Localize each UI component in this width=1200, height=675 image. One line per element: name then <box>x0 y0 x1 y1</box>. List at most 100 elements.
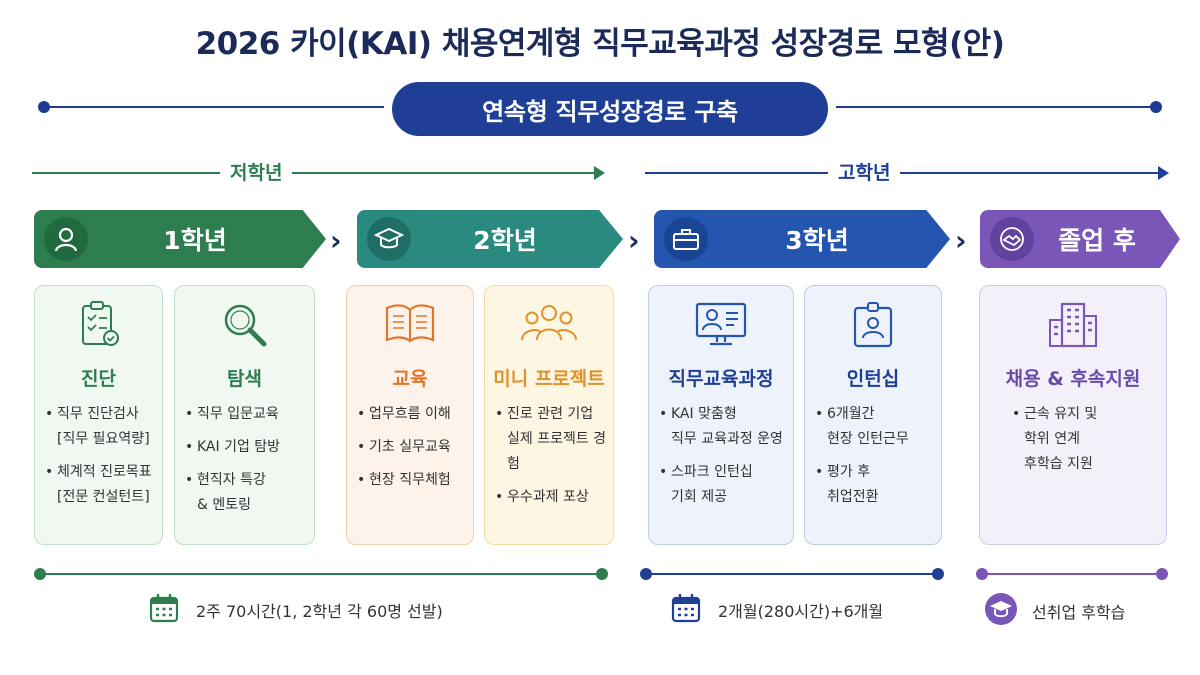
list-item-line: 직무 진단검사 <box>57 406 139 422</box>
list-item: 업무흐름 이해 <box>357 402 467 427</box>
list-item: 현장 직무체험 <box>357 468 467 493</box>
timeline-dot <box>640 568 652 580</box>
timeline-line-high <box>646 573 938 575</box>
subtitle-line-right <box>836 106 1156 108</box>
timeline-line-after <box>982 573 1162 575</box>
high-grade-arrow-head <box>1158 166 1169 180</box>
list-item: 직무 진단검사 [직무 필요역량] <box>45 402 156 452</box>
stage-label-after-graduation: 졸업 후 <box>1058 226 1136 255</box>
timeline-dot <box>976 568 988 580</box>
list-item-line: 직무 교육과정 운영 <box>671 431 783 447</box>
stage-label-year3: 3학년 <box>785 226 849 255</box>
list-item-line: KAI 맞춤형 <box>671 406 737 422</box>
stage-banner-year1: 1학년 <box>34 210 326 268</box>
card-title: 인턴십 <box>846 368 900 390</box>
list-item-line: 스파크 인턴십 <box>671 464 753 480</box>
high-grade-label: 고학년 <box>828 158 901 185</box>
timeline-dot <box>1156 568 1168 580</box>
list-item: 기초 실무교육 <box>357 435 467 460</box>
timeline-dot <box>34 568 46 580</box>
list-item-line: 후학습 지원 <box>1024 456 1093 472</box>
stage-banner-year2: 2학년 <box>357 210 623 268</box>
list-item-line: & 멘토링 <box>197 497 252 513</box>
office-building-icon <box>980 300 1166 352</box>
footer-duration-low: 2주 70시간(1, 2학년 각 60명 선발) <box>148 592 443 628</box>
list-item-line: 6개월간 <box>827 406 875 422</box>
footer-after-graduation: 선취업 후학습 <box>984 592 1125 630</box>
id-badge-icon <box>805 300 941 352</box>
timeline-dot <box>932 568 944 580</box>
list-item-line: 진로 관련 기업 <box>507 406 594 422</box>
list-item-line: KAI 기업 탐방 <box>197 439 281 455</box>
stage-label-year2: 2학년 <box>473 226 537 255</box>
list-item-line: 취업전환 <box>827 489 879 505</box>
list-item-line: 현장 인턴근무 <box>827 431 909 447</box>
online-training-icon <box>649 300 793 352</box>
list-item-line: [전문 컨설턴트] <box>57 489 150 505</box>
list-item-line: 근속 유지 및 <box>1024 406 1098 422</box>
subtitle-line-right-dot <box>1150 101 1162 113</box>
list-item-line: 현직자 특강 <box>197 472 266 488</box>
subtitle-line-left <box>44 106 384 108</box>
list-item: 현직자 특강 & 멘토링 <box>185 468 308 518</box>
list-item: KAI 기업 탐방 <box>185 435 308 460</box>
card-title: 진단 <box>81 368 116 390</box>
card-list: 직무 진단검사 [직무 필요역량] 체계적 진로목표 [전문 컨설턴트] <box>45 402 156 518</box>
briefcase-icon <box>664 217 708 261</box>
timeline-line-low <box>40 573 602 575</box>
list-item-line: [직무 필요역량] <box>57 431 150 447</box>
footer-text: 2주 70시간(1, 2학년 각 60명 선발) <box>196 602 443 621</box>
list-item-line: 기초 실무교육 <box>369 439 451 455</box>
card-exploration: 탐색 직무 입문교육 KAI 기업 탐방 현직자 특강 & 멘토링 <box>174 285 315 545</box>
magnifier-icon <box>175 300 314 352</box>
footer-duration-high: 2개월(280시간)+6개월 <box>670 592 883 628</box>
handshake-icon <box>990 217 1034 261</box>
card-diagnosis: 진단 직무 진단검사 [직무 필요역량] 체계적 진로목표 [전문 컨설턴트] <box>34 285 163 545</box>
chevron-right-icon: › <box>330 224 342 257</box>
chevron-right-icon: › <box>628 224 640 257</box>
list-item-line: 학위 연계 <box>1024 431 1080 447</box>
card-title: 채용 & 후속지원 <box>1005 368 1141 390</box>
list-item-line: 현장 직무체험 <box>369 472 451 488</box>
list-item-line: 직무 입문교육 <box>197 406 279 422</box>
list-item-line: 업무흐름 이해 <box>369 406 451 422</box>
list-item-line: 평가 후 <box>827 464 871 480</box>
list-item: 우수과제 포상 <box>495 485 607 510</box>
page-title: 2026 카이(KAI) 채용연계형 직무교육과정 성장경로 모형(안) <box>195 26 1005 62</box>
list-item-line: 실제 프로젝트 경험 <box>507 431 607 472</box>
card-title: 탐색 <box>227 368 262 390</box>
clipboard-check-icon <box>35 300 162 352</box>
open-book-icon <box>347 300 473 352</box>
person-icon <box>44 217 88 261</box>
list-item-line: 기회 제공 <box>671 489 727 505</box>
list-item-line: 체계적 진로목표 <box>57 464 152 480</box>
graduation-cap-icon <box>367 217 411 261</box>
low-grade-arrow-line <box>32 172 598 174</box>
chevron-right-icon: › <box>955 224 967 257</box>
stage-label-year1: 1학년 <box>163 226 227 255</box>
stage-banner-year3: 3학년 <box>654 210 950 268</box>
calendar-icon <box>148 592 180 628</box>
list-item: 직무 입문교육 <box>185 402 308 427</box>
graduation-cap-icon <box>984 592 1018 630</box>
footer-text: 선취업 후학습 <box>1032 603 1126 622</box>
list-item: 체계적 진로목표 [전문 컨설턴트] <box>45 460 156 510</box>
footer-text: 2개월(280시간)+6개월 <box>718 602 884 621</box>
team-icon <box>485 300 613 352</box>
high-grade-arrow-line <box>645 172 1161 174</box>
list-item-line: 우수과제 포상 <box>507 489 589 505</box>
card-title: 직무교육과정 <box>668 368 774 390</box>
card-title: 교육 <box>392 368 428 390</box>
